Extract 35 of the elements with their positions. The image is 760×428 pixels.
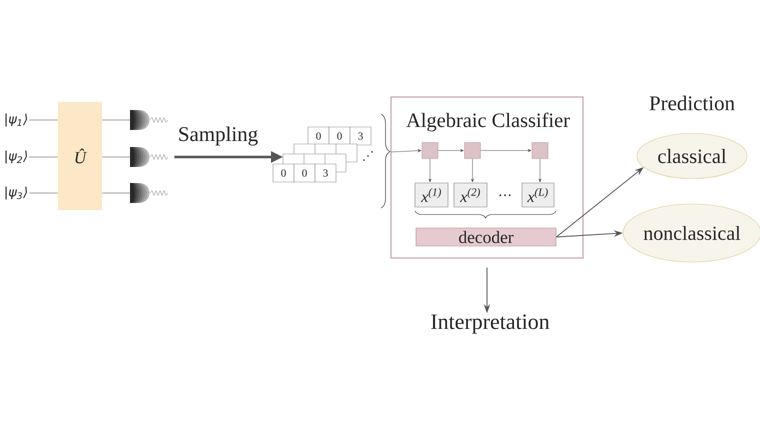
detector-symbol bbox=[130, 110, 168, 130]
arrow bbox=[390, 149, 422, 152]
variable-box: x$^{(1)}$ bbox=[414, 182, 448, 208]
square-box bbox=[464, 142, 481, 159]
table-cell: 0 bbox=[308, 126, 330, 146]
ellipsis-dots: ⋯ bbox=[500, 194, 510, 196]
table-cell: 0 bbox=[328, 126, 350, 146]
table-cell: 0 bbox=[294, 164, 316, 182]
connector-line bbox=[102, 192, 130, 194]
variable-box: x$^{(2)}$ bbox=[454, 182, 488, 208]
arrow bbox=[538, 158, 542, 182]
arrow bbox=[428, 158, 432, 182]
square-box bbox=[532, 142, 548, 159]
edge-label: Sampling bbox=[176, 126, 260, 147]
square-box bbox=[422, 142, 438, 159]
arrow bbox=[438, 149, 464, 152]
output-label: Interpretation bbox=[431, 314, 550, 334]
detector-symbol bbox=[130, 183, 168, 203]
detector-symbol bbox=[130, 147, 168, 167]
decoder-box: decoder bbox=[416, 228, 556, 246]
ket-label: |ψ$_{2}$⟩ bbox=[6, 150, 27, 164]
connector-line bbox=[29, 192, 58, 194]
unitary-box: Û bbox=[58, 102, 102, 210]
heading: Prediction bbox=[650, 96, 735, 110]
connector-line bbox=[29, 156, 58, 158]
table-cell: 3 bbox=[350, 126, 372, 146]
table-cell: 3 bbox=[314, 164, 336, 182]
arrow bbox=[471, 158, 474, 182]
variable-box: x$^{(L)}$ bbox=[522, 182, 554, 208]
ellipsis-dots: ⋰ bbox=[363, 151, 373, 161]
ket-label: |ψ$_{1}$⟩ bbox=[6, 114, 27, 126]
connector-line bbox=[102, 156, 130, 158]
table-cell: 0 bbox=[272, 164, 294, 182]
ket-label: |ψ$_{3}$⟩ bbox=[6, 186, 27, 200]
arrow bbox=[480, 149, 532, 152]
